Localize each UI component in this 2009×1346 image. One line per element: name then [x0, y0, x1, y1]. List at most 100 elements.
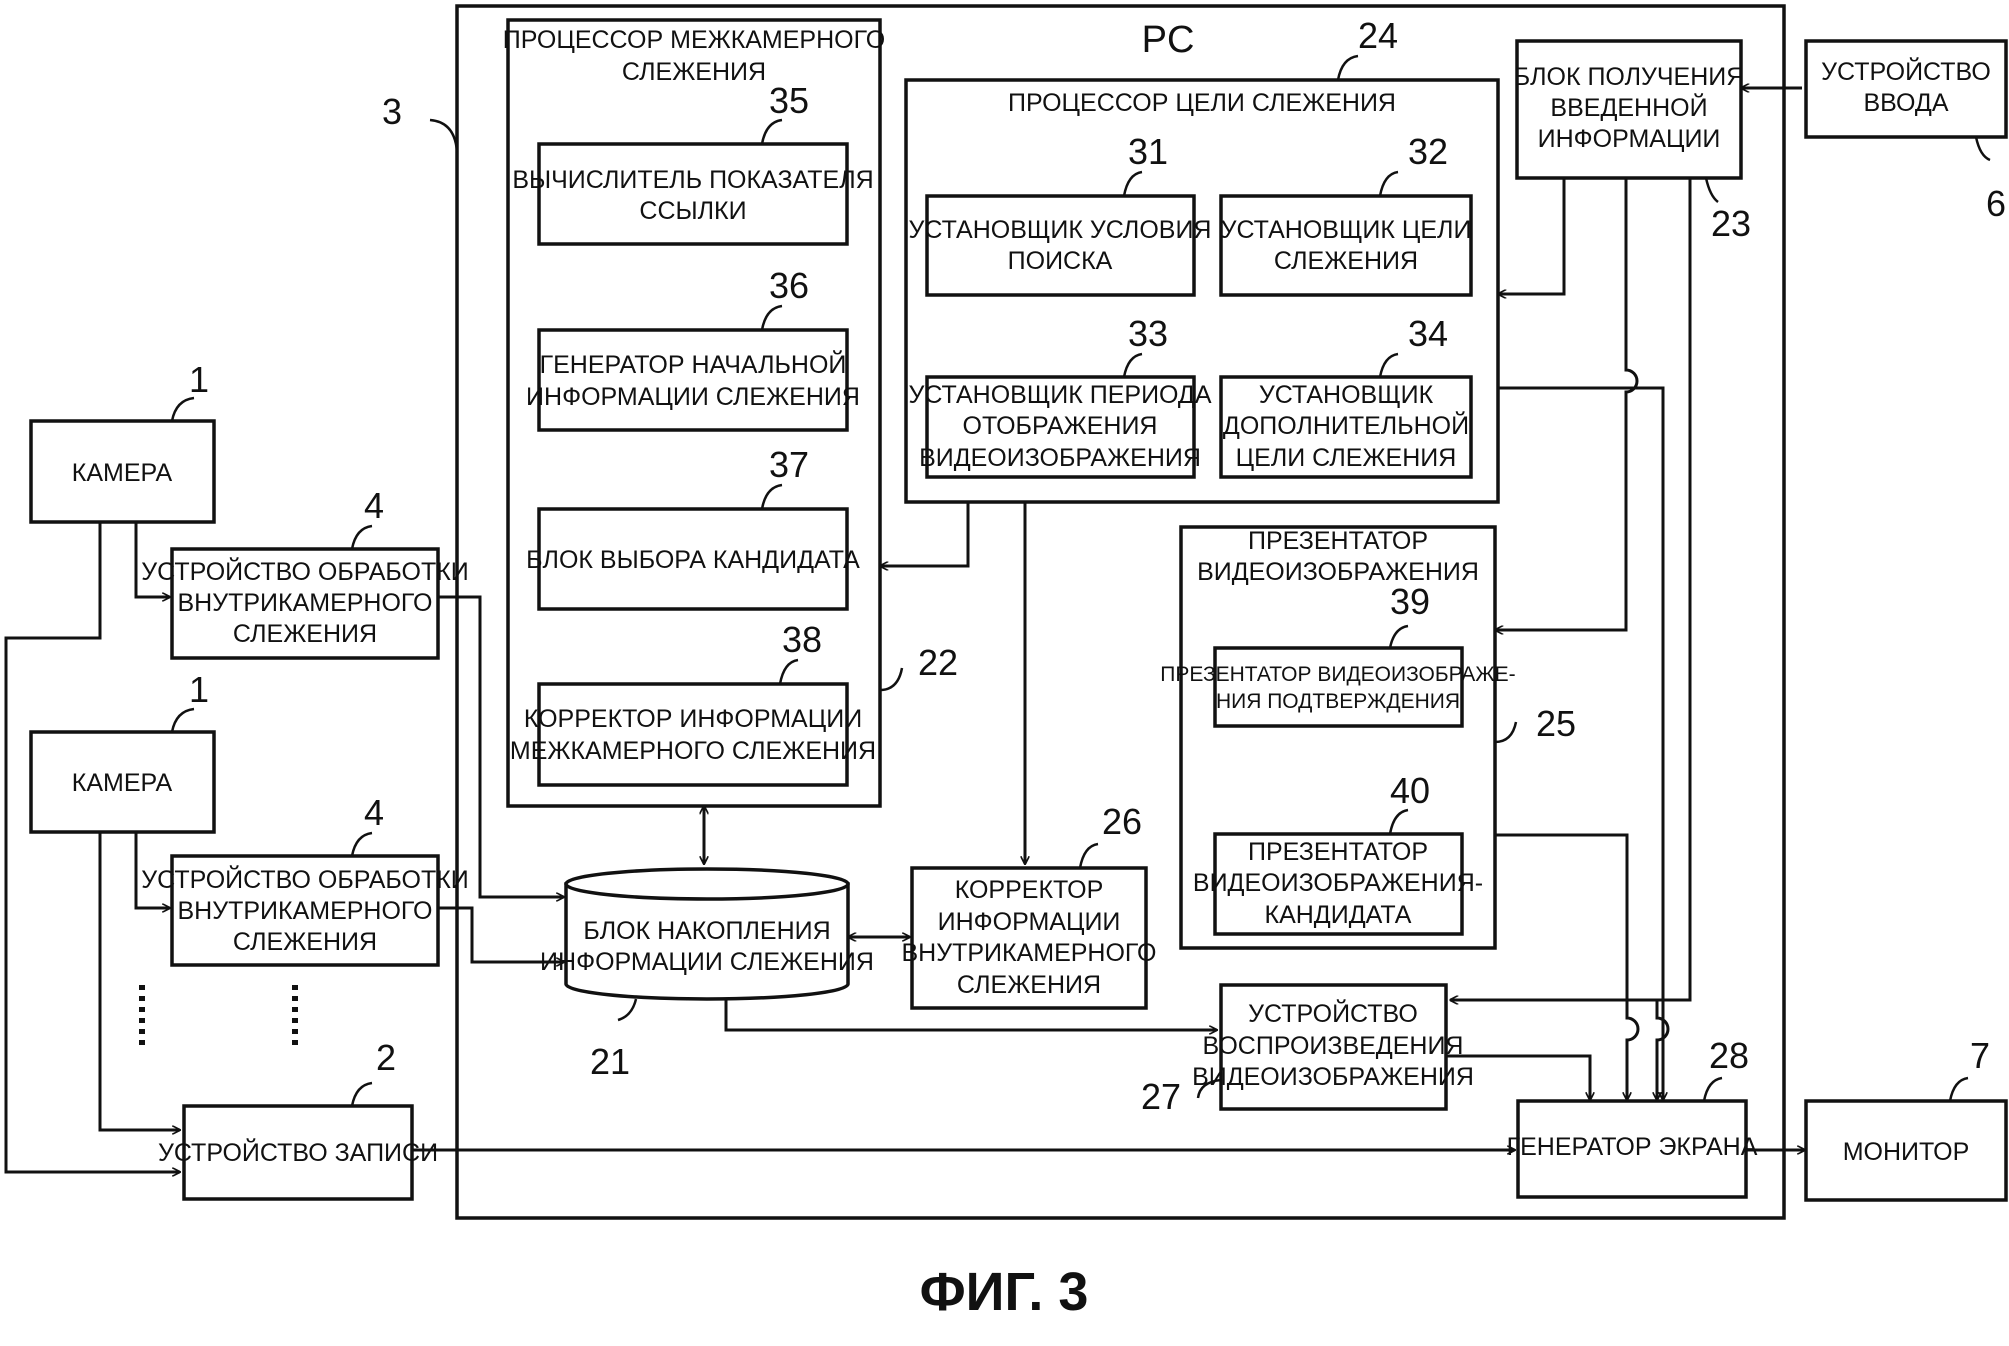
- monitor: МОНИТОР 7: [1804, 1035, 2008, 1202]
- leader-3: [429, 118, 459, 153]
- ref-number-4a: 4: [364, 485, 384, 526]
- figure-caption: ФИГ. 3: [920, 1262, 1089, 1322]
- intracam-device-a: УСТРОЙСТВО ОБРАБОТКИ ВНУТРИКАМЕРНОГО СЛЕ…: [141, 485, 469, 660]
- cand-pres-line-2: ВИДЕОИЗОБРАЖЕНИЯ-: [1193, 869, 1483, 897]
- tracking-target-processor: ПРОЦЕССОР ЦЕЛИ СЛЕЖЕНИЯ 24: [904, 15, 1500, 504]
- recorder-label: УСТРОЙСТВО ЗАПИСИ: [158, 1137, 438, 1167]
- ref-number-37: 37: [769, 444, 809, 485]
- target-set-line-1: УСТАНОВЩИК ЦЕЛИ: [1221, 216, 1472, 244]
- search-cond-line-2: ПОИСКА: [1008, 247, 1113, 275]
- ref-number-32: 32: [1408, 131, 1448, 172]
- cand-pres-line-3: КАНДИДАТА: [1265, 901, 1412, 929]
- intercam-tracking-info-corrector: КОРРЕКТОР ИНФОРМАЦИИ МЕЖКАМЕРНОГО СЛЕЖЕН…: [510, 619, 876, 787]
- ref-number-2: 2: [376, 1037, 396, 1078]
- intracam-a-line-1: УСТРОЙСТВО ОБРАБОТКИ: [141, 556, 469, 586]
- ref-number-24: 24: [1358, 15, 1398, 56]
- presenter-line-1: ПРЕЗЕНТАТОР: [1248, 527, 1428, 555]
- ref-number-40: 40: [1390, 770, 1430, 811]
- ref-number-1a: 1: [189, 359, 209, 400]
- conn-input-acq-target-proc: [1498, 178, 1566, 294]
- intercam-corr-line-2: МЕЖКАМЕРНОГО СЛЕЖЕНИЯ: [510, 737, 876, 765]
- link-score-calculator: ВЫЧИСЛИТЕЛЬ ПОКАЗАТЕЛЯ ССЫЛКИ 35: [512, 80, 874, 246]
- ref-number-33: 33: [1128, 313, 1168, 354]
- ref-number-31: 31: [1128, 131, 1168, 172]
- conn-camera-a-recorder: [4, 522, 180, 1172]
- ref-number-35: 35: [769, 80, 809, 121]
- conn-add-target-screen-gen: [1498, 386, 1663, 1100]
- playback-line-2: ВОСПРОИЗВЕДЕНИЯ: [1203, 1032, 1464, 1060]
- conn-intracam-a-storage: [438, 595, 564, 897]
- camera-a-label: КАМЕРА: [72, 459, 173, 487]
- intercam-tracking-processor: ПРОЦЕССОР МЕЖКАМЕРНОГО СЛЕЖЕНИЯ 22: [503, 18, 958, 808]
- link-calc-line-1: ВЫЧИСЛИТЕЛЬ ПОКАЗАТЕЛЯ: [512, 166, 873, 194]
- candidate-selector: БЛОК ВЫБОРА КАНДИДАТА 37: [526, 444, 860, 611]
- period-set-line-3: ВИДЕОИЗОБРАЖЕНИЯ: [919, 444, 1201, 472]
- conn-input-acq-screen-gen: [1657, 178, 1692, 1100]
- ref-number-36: 36: [769, 265, 809, 306]
- additional-target-setter: УСТАНОВЩИК ДОПОЛНИТЕЛЬНОЙ ЦЕЛИ СЛЕЖЕНИЯ …: [1219, 313, 1473, 479]
- ref-number-39: 39: [1390, 581, 1430, 622]
- initial-tracking-info-generator: ГЕНЕРАТОР НАЧАЛЬНОЙ ИНФОРМАЦИИ СЛЕЖЕНИЯ …: [526, 265, 860, 432]
- target-proc-label: ПРОЦЕССОР ЦЕЛИ СЛЕЖЕНИЯ: [1008, 89, 1396, 117]
- conn-intracam-b-storage: [438, 906, 564, 962]
- ref-number-4b: 4: [364, 792, 384, 833]
- add-target-line-3: ЦЕЛИ СЛЕЖЕНИЯ: [1236, 444, 1457, 472]
- presenter-line-2: ВИДЕОИЗОБРАЖЕНИЯ: [1197, 558, 1479, 586]
- storage-line-1: БЛОК НАКОПЛЕНИЯ: [583, 917, 830, 945]
- conn-presenter-screen-gen: [1495, 833, 1640, 1100]
- conn-camera-b-intracam-b: [134, 832, 170, 908]
- confirmation-video-presenter: ПРЕЗЕНТАТОР ВИДЕОИЗОБРАЖЕ- НИЯ ПОДТВЕРЖД…: [1160, 581, 1516, 728]
- period-set-line-1: УСТАНОВЩИК ПЕРИОДА: [908, 381, 1211, 409]
- confirm-pres-line-2: НИЯ ПОДТВЕРЖДЕНИЯ: [1216, 690, 1460, 713]
- ref-number-3: 3: [382, 91, 402, 132]
- ref-number-26: 26: [1102, 801, 1142, 842]
- period-set-line-2: ОТОБРАЖЕНИЯ: [963, 412, 1158, 440]
- input-dev-line-1: УСТРОЙСТВО: [1821, 56, 1991, 86]
- conn-target-proc-cand-select: [880, 502, 970, 566]
- ref-number-25: 25: [1536, 703, 1576, 744]
- intracam-corr-line-2: ИНФОРМАЦИИ: [938, 908, 1121, 936]
- ref-number-28: 28: [1709, 1035, 1749, 1076]
- conn-playback-screen-gen: [1446, 1054, 1590, 1100]
- camera-b-label: КАМЕРА: [72, 769, 173, 797]
- intercam-corr-line-1: КОРРЕКТОР ИНФОРМАЦИИ: [524, 705, 862, 733]
- ref-number-22: 22: [918, 642, 958, 683]
- search-cond-line-1: УСТАНОВЩИК УСЛОВИЯ: [909, 216, 1212, 244]
- pc-frame: [455, 4, 1786, 1220]
- target-set-line-2: СЛЕЖЕНИЯ: [1274, 247, 1418, 275]
- candidate-video-presenter: ПРЕЗЕНТАТОР ВИДЕОИЗОБРАЖЕНИЯ- КАНДИДАТА …: [1193, 770, 1483, 936]
- ref-number-38: 38: [782, 619, 822, 660]
- ref-number-21: 21: [590, 1041, 630, 1082]
- ref-number-7: 7: [1970, 1035, 1990, 1076]
- playback-line-1: УСТРОЙСТВО: [1248, 998, 1418, 1028]
- ref-number-34: 34: [1408, 313, 1448, 354]
- ref-number-1b: 1: [189, 669, 209, 710]
- conn-input-acq-presenter: [1495, 178, 1639, 630]
- conn-storage-playback: [724, 999, 1217, 1030]
- monitor-label: МОНИТОР: [1843, 1138, 1970, 1166]
- input-info-acquirer: БЛОК ПОЛУЧЕНИЯ ВВЕДЕННОЙ ИНФОРМАЦИИ 23: [1514, 39, 1751, 244]
- intracam-corr-line-1: КОРРЕКТОР: [955, 876, 1104, 904]
- input-dev-line-2: ВВОДА: [1863, 89, 1948, 117]
- input-device: УСТРОЙСТВО ВВОДА 6: [1804, 39, 2008, 224]
- intracam-b-line-1: УСТРОЙСТВО ОБРАБОТКИ: [141, 864, 469, 894]
- video-playback-device: УСТРОЙСТВО ВОСПРОИЗВЕДЕНИЯ ВИДЕОИЗОБРАЖЕ…: [1141, 983, 1474, 1117]
- screen-gen-label: ГЕНЕРАТОР ЭКРАНА: [1507, 1133, 1758, 1161]
- recording-device: УСТРОЙСТВО ЗАПИСИ 2: [158, 1037, 438, 1201]
- conn-camera-b-recorder: [98, 832, 180, 1130]
- input-acq-line-2: ВВЕДЕННОЙ: [1550, 92, 1707, 122]
- tracking-info-storage: БЛОК НАКОПЛЕНИЯ ИНФОРМАЦИИ СЛЕЖЕНИЯ 21: [540, 867, 874, 1082]
- add-target-line-1: УСТАНОВЩИК: [1259, 381, 1434, 409]
- intracam-b-line-2: ВНУТРИКАМЕРНОГО: [177, 897, 432, 925]
- camera-b: КАМЕРА 1: [29, 669, 216, 834]
- cand-pres-line-1: ПРЕЗЕНТАТОР: [1248, 838, 1428, 866]
- input-acq-line-1: БЛОК ПОЛУЧЕНИЯ: [1514, 63, 1745, 91]
- intercam-proc-line-2: СЛЕЖЕНИЯ: [622, 58, 766, 86]
- screen-generator: ГЕНЕРАТОР ЭКРАНА 28: [1507, 1035, 1758, 1199]
- ref-number-6: 6: [1986, 183, 2006, 224]
- connections: [4, 88, 1805, 1172]
- display-period-setter: УСТАНОВЩИК ПЕРИОДА ОТОБРАЖЕНИЯ ВИДЕОИЗОБ…: [908, 313, 1212, 479]
- intracam-corr-line-3: ВНУТРИКАМЕРНОГО: [901, 939, 1156, 967]
- tracking-target-setter: УСТАНОВЩИК ЦЕЛИ СЛЕЖЕНИЯ 32: [1219, 131, 1473, 297]
- ref-number-27: 27: [1141, 1076, 1181, 1117]
